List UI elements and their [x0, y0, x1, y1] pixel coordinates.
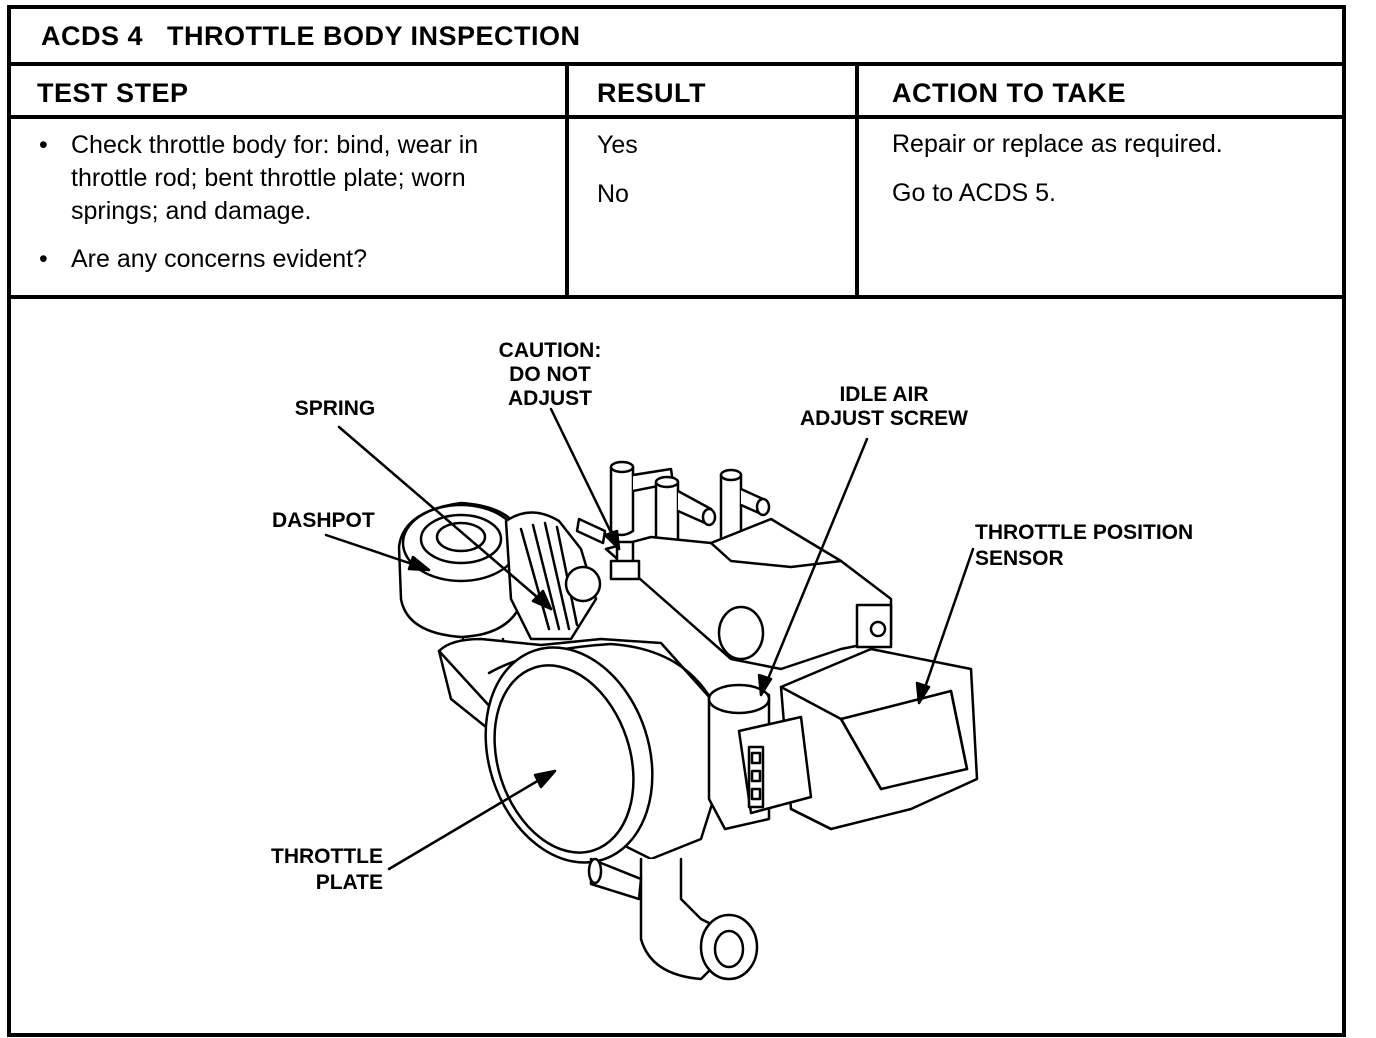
leader-lines: [324, 407, 975, 871]
label-caution: ADJUST: [508, 387, 592, 410]
title-bar: ACDS 4 THROTTLE BODY INSPECTION: [11, 9, 1342, 66]
throttle-body-illustration: [397, 460, 979, 981]
test-step-text: Check throttle body for: bind, wear in t…: [71, 131, 479, 225]
label-dashpot: DASHPOT: [272, 509, 375, 532]
label-spring: SPRING: [295, 397, 376, 420]
label-throttle-plate: THROTTLE: [271, 845, 383, 868]
label-caution: CAUTION:: [499, 339, 602, 362]
result-value: Yes: [597, 131, 638, 159]
header-result: RESULT: [597, 78, 706, 108]
label-caution: DO NOT: [509, 363, 591, 386]
test-step-text: Are any concerns evident?: [71, 245, 368, 273]
inspection-table: ACDS 4 THROTTLE BODY INSPECTION TEST STE…: [7, 5, 1346, 1037]
label-idle-air: ADJUST SCREW: [800, 407, 968, 430]
table-row: • Check throttle body for: bind, wear in…: [11, 119, 1342, 299]
column-divider: [565, 66, 569, 295]
page-title: ACDS 4 THROTTLE BODY INSPECTION: [41, 21, 581, 51]
action-value: Repair or replace as required.: [892, 130, 1223, 158]
column-divider: [855, 66, 859, 295]
action-value: Go to ACDS 5.: [892, 179, 1056, 207]
label-throttle-position-sensor: THROTTLE POSITION: [975, 521, 1193, 544]
label-throttle-plate: PLATE: [316, 871, 383, 894]
label-idle-air: IDLE AIR: [839, 383, 928, 406]
header-action: ACTION TO TAKE: [892, 78, 1126, 108]
header-test-step: TEST STEP: [37, 78, 189, 108]
label-throttle-position-sensor: SENSOR: [975, 547, 1064, 570]
bullet-icon: •: [39, 131, 48, 159]
table-header-row: TEST STEP RESULT ACTION TO TAKE: [11, 66, 1342, 119]
result-value: No: [597, 180, 629, 208]
bullet-icon: •: [39, 245, 48, 273]
throttle-body-diagram: CAUTION: DO NOT ADJUST SPRING IDLE AIR A…: [11, 299, 1342, 1033]
